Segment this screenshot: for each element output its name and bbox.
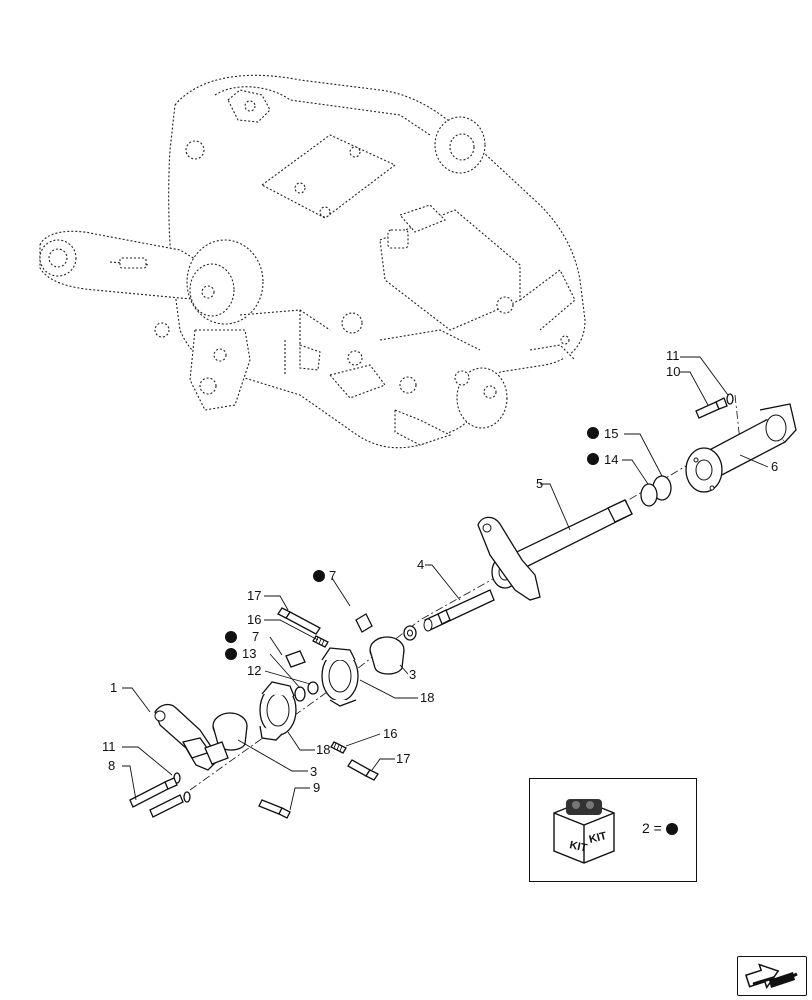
kit-marker-7a	[313, 570, 325, 582]
callout-10: 10	[666, 364, 680, 379]
callout-18-upper: 18	[420, 690, 434, 705]
part-8-bolt[interactable]	[129, 777, 178, 808]
callout-14: 14	[604, 452, 618, 467]
part-6-tube-flange[interactable]	[685, 403, 797, 493]
callout-7-lower: 7	[252, 629, 259, 644]
part-washer-small[interactable]	[183, 791, 191, 803]
part-7-square-nut-upper[interactable]	[355, 613, 373, 633]
part-16-spring-upper[interactable]	[312, 635, 329, 648]
part-13-snap-ring[interactable]	[294, 686, 306, 702]
svg-text:KIT: KIT	[588, 830, 608, 846]
part-18-bearing-housing-upper[interactable]	[321, 647, 359, 707]
callout-9: 9	[313, 780, 320, 795]
bushing-small[interactable]	[403, 625, 417, 641]
part-8-bolt-second[interactable]	[149, 794, 184, 818]
part-11-washer[interactable]	[726, 393, 734, 405]
kit-markers	[225, 427, 599, 660]
part-17-bolt-lower[interactable]	[347, 759, 379, 781]
part-16-spring-lower[interactable]	[330, 741, 347, 754]
svg-text:KIT: KIT	[568, 839, 588, 854]
page-navigation-arrow-icon	[744, 963, 798, 990]
callout-17-lower: 17	[396, 751, 410, 766]
part-4-inner-shaft[interactable]	[423, 589, 495, 632]
callout-8: 8	[108, 758, 115, 773]
part-12-washer[interactable]	[307, 681, 319, 695]
page-navigation-button[interactable]	[737, 956, 807, 996]
kit-box-icon: KIT KIT	[553, 799, 615, 864]
callout-numbers: 11 10 6 15 14 5 4 7 17 16 7 13 12 3 18 1…	[102, 348, 778, 795]
callout-12: 12	[247, 663, 261, 678]
callout-18-lower: 18	[316, 742, 330, 757]
callout-11-top: 11	[666, 348, 680, 363]
kit-marker-14	[587, 453, 599, 465]
callout-13: 13	[242, 646, 256, 661]
callout-17-upper: 17	[247, 588, 261, 603]
callout-4: 4	[417, 557, 424, 572]
callout-3-lower: 3	[310, 764, 317, 779]
part-3-bushing-upper[interactable]	[369, 636, 405, 675]
filled-circle-marker-icon	[666, 823, 678, 835]
callout-7-upper: 7	[329, 568, 336, 583]
callout-6: 6	[771, 459, 778, 474]
callout-11-lower: 11	[102, 739, 116, 754]
callout-5: 5	[536, 476, 543, 491]
kit-marker-13	[225, 648, 237, 660]
kit-legend-box: KIT KIT 2 =	[529, 778, 697, 882]
part-5-shaft[interactable]	[477, 499, 633, 601]
leader-lines	[122, 356, 769, 811]
kit-legend-equation: 2 =	[642, 820, 662, 836]
kit-marker-15	[587, 427, 599, 439]
callout-15: 15	[604, 426, 618, 441]
rear-axle-housing-phantom	[39, 74, 586, 449]
part-17-bolt-upper[interactable]	[277, 607, 321, 635]
part-14-o-ring[interactable]	[640, 483, 658, 507]
part-9-bolt[interactable]	[258, 799, 291, 819]
kit-marker-7b	[225, 631, 237, 643]
callout-16-upper: 16	[247, 612, 261, 627]
part-1-lever-bracket[interactable]	[154, 703, 229, 771]
callout-3-upper: 3	[409, 667, 416, 682]
part-10-bolt[interactable]	[695, 397, 728, 419]
assembly-centerline	[189, 439, 731, 791]
part-18-bearing-housing-lower[interactable]	[259, 681, 297, 741]
callout-16-lower: 16	[383, 726, 397, 741]
callout-1: 1	[110, 680, 117, 695]
part-7-square-nut-lower[interactable]	[285, 650, 306, 668]
